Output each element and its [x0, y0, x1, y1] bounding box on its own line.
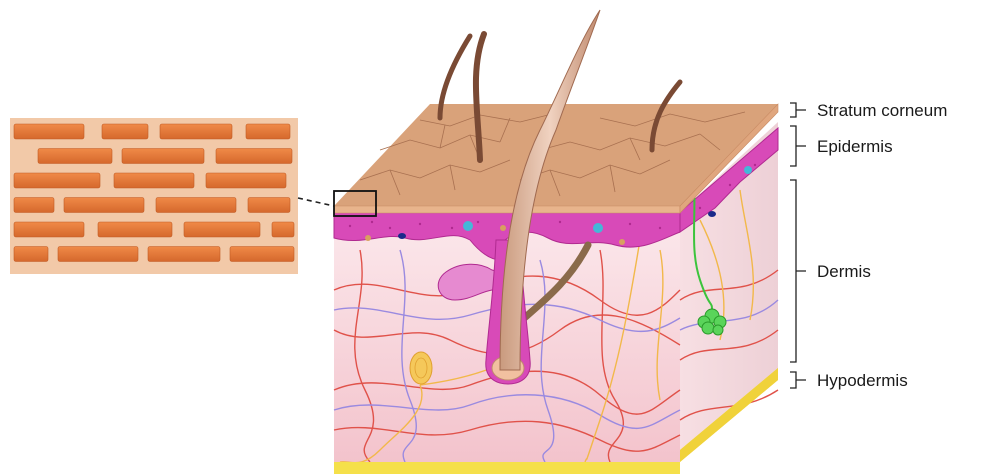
skin-block: [334, 10, 778, 474]
langerhans-cell: [744, 166, 752, 174]
brick: [248, 198, 290, 213]
bracket-stratum-corneum: [790, 103, 806, 117]
langerhans-cell: [593, 223, 603, 233]
bracket-hypodermis: [790, 372, 806, 388]
label-hypodermis: Hypodermis: [817, 371, 908, 390]
melanocyte: [708, 211, 716, 217]
brick: [216, 149, 292, 164]
brick: [156, 198, 236, 213]
brick: [148, 247, 220, 262]
brick: [246, 124, 290, 139]
stratum-corneum-brick-inset: [10, 118, 298, 274]
brick: [58, 247, 138, 262]
merkel-cell: [365, 235, 371, 241]
merkel-cell: [500, 225, 506, 231]
brick: [14, 124, 84, 139]
brick: [98, 222, 172, 237]
brick: [272, 222, 294, 237]
label-dermis: Dermis: [817, 262, 871, 281]
brick: [38, 149, 112, 164]
brick: [184, 222, 260, 237]
brick: [206, 173, 286, 188]
stratum-corneum-edge-front: [334, 206, 680, 213]
brick: [14, 198, 54, 213]
melanocyte: [398, 233, 406, 239]
magnify-connector: [298, 198, 334, 206]
brick: [14, 222, 84, 237]
brick: [102, 124, 148, 139]
brick: [114, 173, 194, 188]
label-epidermis: Epidermis: [817, 137, 893, 156]
brick: [160, 124, 232, 139]
hypodermis-front: [334, 462, 680, 474]
label-stratum-corneum: Stratum corneum: [817, 101, 947, 120]
pacinian-corpuscle: [410, 352, 432, 384]
brick: [14, 173, 100, 188]
brick: [14, 247, 48, 262]
bracket-epidermis: [790, 126, 806, 166]
merkel-cell: [619, 239, 625, 245]
brick: [122, 149, 204, 164]
langerhans-cell: [463, 221, 473, 231]
brick: [64, 198, 144, 213]
brick: [230, 247, 294, 262]
layer-brackets: [790, 103, 806, 388]
bracket-dermis: [790, 180, 806, 362]
